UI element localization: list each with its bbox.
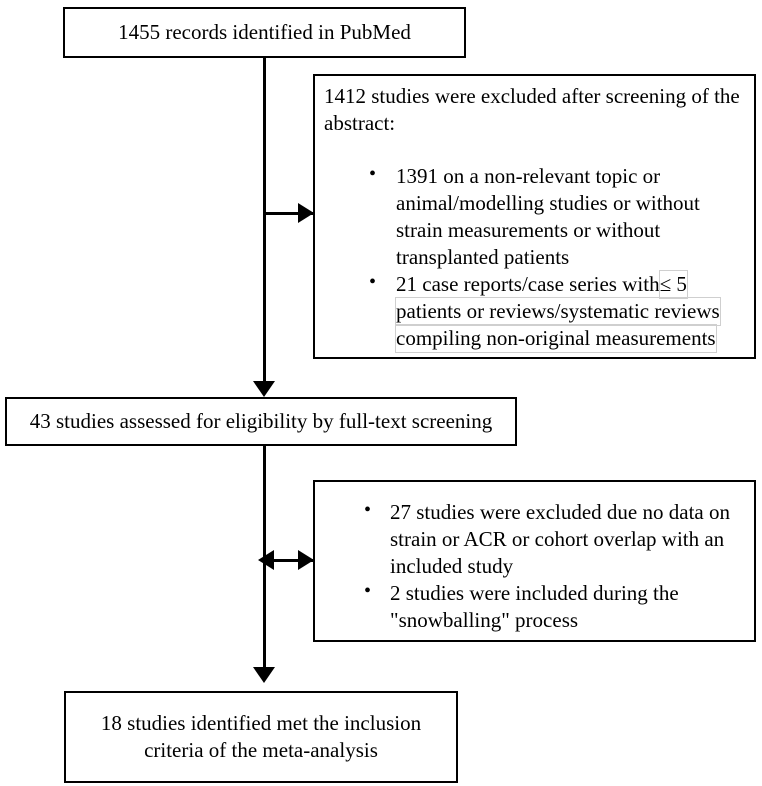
node-records-identified: 1455 records identified in PubMed (63, 7, 466, 58)
list-item: 27 studies were excluded due no data on … (324, 498, 748, 580)
arrowhead-down-eligibility (253, 381, 275, 397)
bullet-text: 1391 on a non-relevant topic or animal/m… (396, 163, 700, 269)
list-item: 21 case reports/case series with ≤ 5 pat… (324, 270, 748, 354)
bullet-text-field-artifact: patients or reviews/systematic reviews (395, 297, 721, 327)
bullet-text: 2 studies were included during the "snow… (390, 581, 679, 633)
connector-identified-to-eligibility (263, 58, 266, 381)
node-studies-included: 18 studies identified met the inclusion … (64, 691, 458, 783)
node-excluded-after-screening: 1412 studies were excluded after screeni… (313, 74, 756, 359)
list-item: 2 studies were included during the "snow… (324, 579, 748, 634)
arrowhead-down-included (253, 667, 275, 683)
node-records-identified-text: 1455 records identified in PubMed (118, 19, 411, 44)
arrowhead-left-excluded-fulltext (258, 550, 274, 570)
node-studies-included-text: 18 studies identified met the inclusion … (100, 710, 422, 762)
excluded-screening-lead-text: 1412 studies were excluded after screeni… (324, 84, 740, 135)
connector-to-excluded-screening (265, 212, 313, 215)
node-assessed-for-eligibility: 43 studies assessed for eligibility by f… (5, 397, 517, 446)
bullet-text: 27 studies were excluded due no data on … (390, 500, 730, 579)
bullet-text: 21 case reports/case series with (396, 272, 660, 297)
bullet-text-field-artifact: ≤ 5 (658, 270, 688, 300)
bullet-text-field-artifact: compiling non-original measurements (395, 324, 717, 354)
list-item: 1391 on a non-relevant topic or animal/m… (324, 162, 748, 271)
arrowhead-right-excluded-screening (298, 203, 314, 223)
excluded-fulltext-bullet-list: 27 studies were excluded due no data on … (324, 498, 748, 634)
arrowhead-right-excluded-fulltext (298, 550, 314, 570)
node-assessed-for-eligibility-text: 43 studies assessed for eligibility by f… (29, 408, 493, 433)
excluded-screening-bullet-list: 1391 on a non-relevant topic or animal/m… (324, 162, 748, 354)
node-excluded-after-full-text: 27 studies were excluded due no data on … (313, 480, 756, 642)
connector-to-excluded-fulltext (265, 559, 313, 562)
